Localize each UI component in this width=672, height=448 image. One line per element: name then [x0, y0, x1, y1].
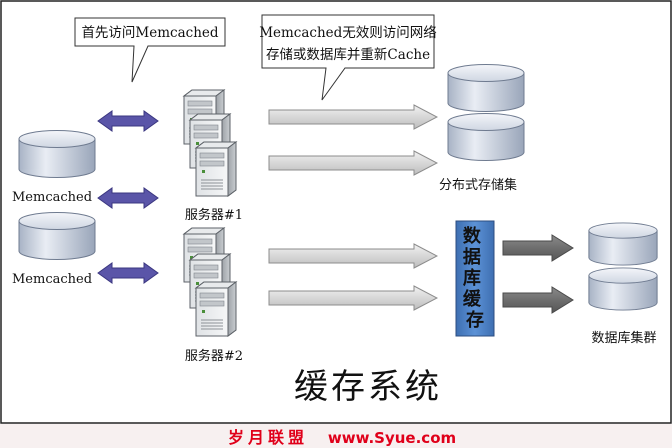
footer-watermark-cn: 岁月联盟: [228, 428, 308, 447]
db-cache-char-2: 据: [463, 246, 481, 268]
server-tower-icon: [195, 141, 237, 197]
callout-first-access: 首先访问Memcached: [74, 17, 226, 83]
callout-fallback: Memcached无效则访问网络 存储或数据库并重新Cache: [259, 14, 437, 101]
db-cache-box: 数 据 库 缓 存: [455, 220, 495, 337]
main-title: 缓存系统: [294, 367, 442, 407]
server-group-1: 服务器#1: [183, 89, 243, 223]
db-cache-box-text: 数 据 库 缓 存: [463, 225, 487, 331]
footer-band: [0, 424, 672, 448]
db-cache-char-4: 缓: [463, 288, 482, 310]
db-cache-char-5: 存: [466, 309, 484, 331]
db-cache-char-1: 数: [463, 225, 482, 247]
server-group-2: 服务器#2: [183, 227, 243, 364]
storage-database-icon: [447, 64, 525, 112]
database-cluster-label: 数据库集群: [591, 330, 656, 346]
distributed-storage-label: 分布式存储集: [439, 177, 517, 193]
database-cluster: 数据库集群: [588, 222, 658, 346]
memcached-top-label: Memcached: [12, 190, 92, 205]
memcached-top-database-icon: [18, 130, 96, 178]
cluster-database-icon: [588, 267, 658, 311]
server-tower-icon: [195, 281, 237, 337]
callout-fallback-line1: Memcached无效则访问网络: [259, 25, 437, 41]
storage-database-icon: [447, 113, 525, 161]
callout-fallback-line2: 存储或数据库并重新Cache: [266, 47, 430, 63]
server-group-2-label: 服务器#2: [185, 348, 243, 364]
server-group-1-label: 服务器#1: [185, 207, 243, 223]
memcached-bottom-database-icon: [18, 212, 96, 260]
distributed-storage: 分布式存储集: [439, 64, 525, 193]
memcached-bottom-label: Memcached: [12, 272, 92, 287]
cluster-database-icon: [588, 222, 658, 266]
db-cache-char-3: 库: [463, 267, 481, 289]
footer-watermark-url: www.Syue.com: [328, 429, 456, 447]
callout-first-access-text: 首先访问Memcached: [81, 25, 218, 41]
